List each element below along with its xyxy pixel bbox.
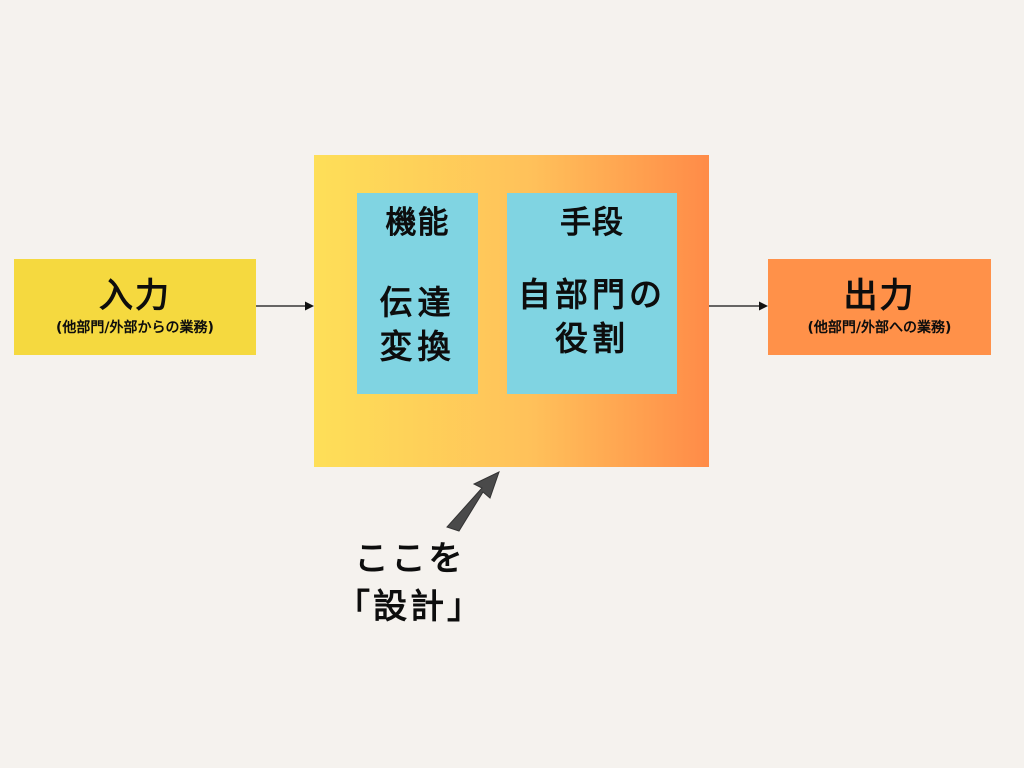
means-panel: 手段 自部門の 役割 bbox=[507, 193, 677, 394]
means-body: 自部門の 役割 bbox=[507, 273, 677, 361]
function-line: 変換 bbox=[379, 327, 456, 366]
annotation-line: ここを bbox=[354, 539, 466, 579]
system-to-output-edge bbox=[709, 301, 768, 311]
design-annotation: ここを 「設計」 bbox=[330, 535, 490, 631]
function-panel: 機能 伝達 変換 bbox=[357, 193, 478, 394]
function-line: 伝達 bbox=[379, 283, 456, 322]
input-title: 入力 bbox=[99, 276, 171, 316]
system-box: 機能 伝達 変換 手段 自部門の 役割 bbox=[314, 155, 709, 467]
annotation-line: 「設計」 bbox=[336, 587, 484, 627]
input-box: 入力 (他部門/外部からの業務) bbox=[14, 259, 256, 355]
means-title: 手段 bbox=[560, 205, 624, 241]
means-line: 役割 bbox=[555, 319, 629, 358]
function-body: 伝達 変換 bbox=[357, 281, 478, 369]
output-subtitle: (他部門/外部への業務) bbox=[807, 320, 952, 336]
output-title: 出力 bbox=[843, 276, 916, 316]
output-box: 出力 (他部門/外部への業務) bbox=[768, 259, 991, 355]
means-line: 自部門の bbox=[518, 275, 666, 314]
input-to-system-edge bbox=[256, 301, 314, 311]
function-title: 機能 bbox=[385, 205, 450, 241]
input-subtitle: (他部門/外部からの業務) bbox=[56, 320, 214, 336]
arrow-up-right-icon bbox=[446, 471, 500, 532]
